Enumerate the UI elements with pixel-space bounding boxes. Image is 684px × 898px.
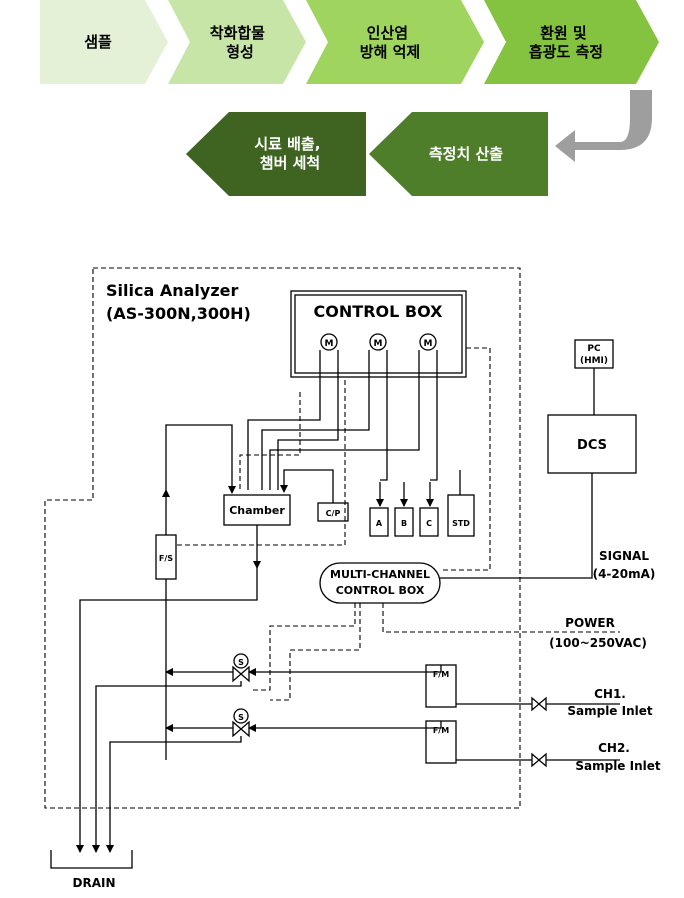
valve-1-solenoid-icon [233,653,249,669]
std-bottle [447,494,475,537]
chamber-inlet-line [165,424,236,494]
power-label-2: (100~250VAC) [549,636,647,650]
signal-label-1: SIGNAL [599,549,649,563]
analyzer-model: (AS-300N,300H) [106,304,251,323]
chamber [223,494,291,526]
motor-1-icon [320,333,338,351]
motor-2-label: M [374,339,383,349]
fs-label: F/S [159,554,173,563]
motor-1-label: M [325,339,334,349]
dcs [547,414,637,474]
control-box-label: CONTROL BOX [314,302,444,321]
chamber-drain-line [76,568,258,853]
valve-1-body-icon [232,665,250,683]
multi-channel-label-1: MULTI-CHANNEL [330,568,430,581]
step-4-label: 환원 및 흡광도 측정 [529,24,603,61]
flowmeter-2-label: F/M [433,726,449,735]
power-label-1: POWER [565,616,615,630]
signal-label-2: (4-20mA) [593,567,656,581]
analyzer-title: Silica Analyzer [106,281,238,300]
reagent-b-label: B [401,519,407,528]
control-dash-2 [176,380,346,546]
step-1-label: 샘플 [84,33,112,51]
valve-2-body-icon [232,720,250,738]
ch1-label-1: CH1. [594,687,626,701]
drain-label: DRAIN [73,876,116,890]
step-2-shape [168,0,306,84]
ch2-label-2: Sample Inlet [575,759,661,773]
return-arrow [555,90,652,162]
step-5-shape [369,112,548,196]
ch1-label-2: Sample Inlet [567,704,653,718]
valve-control-dash-1 [250,603,356,691]
multi-channel-label-2: CONTROL BOX [336,584,425,597]
chamber-label: Chamber [229,504,285,517]
ch2-hand-valve-icon [531,752,547,768]
std-label: STD [452,519,470,528]
reagent-c-label: C [426,519,432,528]
pc-hmi [574,339,614,369]
step-6-shape [186,112,366,196]
step-3-label: 인산염 방해 억제 [360,24,420,61]
multi-channel-control-box [319,562,441,604]
step-6-label: 시료 배출, 챔버 세척 [254,135,325,172]
signal-line [440,473,593,579]
valve-2-label: S [238,713,244,722]
motor-3-icon [419,333,437,351]
step-3-shape [306,0,484,84]
valve-control-dash-2 [270,603,361,701]
dcs-label: DCS [577,438,607,453]
flowmeter-1-label: F/M [433,670,449,679]
step-4-shape [484,0,659,84]
motor-3-label: M [424,339,433,349]
control-dash-3 [440,347,491,571]
power-line [382,603,620,633]
step-1-shape [40,0,168,84]
reagent-b-bottle [394,507,414,537]
reagent-a-label: A [376,519,383,528]
step-2-label: 착화합물 형성 [210,24,270,61]
ch1-hand-valve-icon [531,696,547,712]
reagent-a-bottle [369,507,389,537]
pump-line-2 [261,350,370,490]
system-diagram: Silica Analyzer (AS-300N,300H) CONTROL B… [44,267,661,890]
pump-line-1b [277,350,339,490]
cp-label: C/P [326,509,341,518]
valve-2-solenoid-icon [233,708,249,724]
process-flow: 샘플 착화합물 형성 인산염 방해 억제 환원 및 흡광도 측정 측정치 산출 … [40,0,659,196]
analyzer-boundary [44,267,521,809]
ch2-label-1: CH2. [598,741,630,755]
pump-line-2b [380,350,388,481]
drain-tray [50,850,133,869]
valve-1-label: S [238,658,244,667]
control-dash-1 [239,392,301,490]
step-5-label: 측정치 산출 [429,145,503,163]
pc-label-2: (HMI) [580,356,608,366]
reagent-c-bottle [419,507,439,537]
cp-line [280,469,334,503]
pump-line-3 [269,350,420,490]
pump-line-3b [430,350,438,481]
motor-2-icon [369,333,387,351]
pc-label-1: PC [587,344,601,354]
